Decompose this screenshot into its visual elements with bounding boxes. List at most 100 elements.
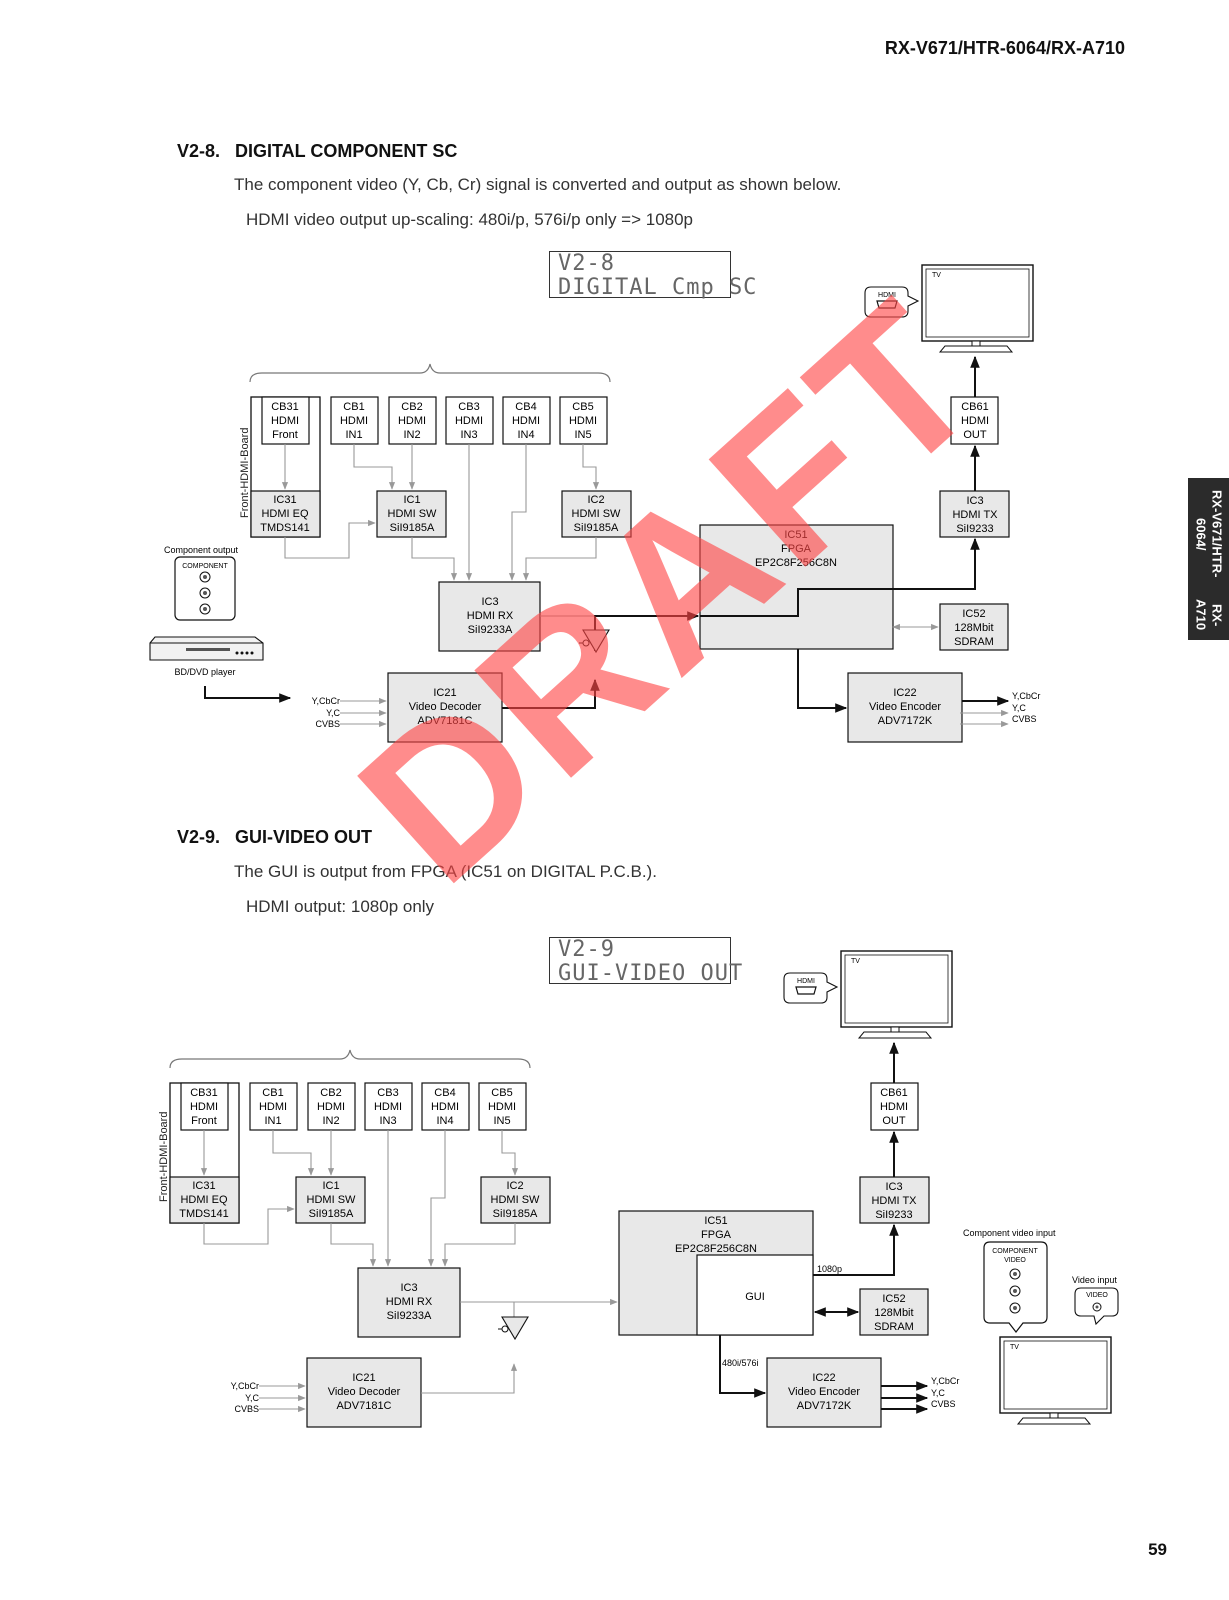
svg-text:OUT: OUT — [963, 429, 987, 441]
d1-output-label-ycbcr: Y,CbCr — [1012, 691, 1040, 701]
d1-block-ic52: IC52 128Mbit SDRAM — [939, 603, 1009, 651]
svg-text:HDMI: HDMI — [398, 415, 426, 427]
d2-grey-connections — [200, 1130, 618, 1413]
svg-text:IC22: IC22 — [812, 1372, 835, 1384]
svg-text:ADV7181C: ADV7181C — [417, 715, 472, 727]
d2-output-label-ycbcr: Y,CbCr — [931, 1376, 959, 1386]
svg-text:CB3: CB3 — [377, 1087, 398, 1099]
svg-text:Video Decoder: Video Decoder — [409, 701, 482, 713]
d2-block-ic21: IC21 Video Decoder ADV7181C — [306, 1357, 422, 1428]
svg-text:TMDS141: TMDS141 — [179, 1208, 229, 1220]
svg-text:HDMI TX: HDMI TX — [871, 1195, 917, 1207]
page-header-model: RX-V671/HTR-6064/RX-A710 — [884, 38, 1125, 58]
d2-gui-label: GUI — [745, 1291, 765, 1303]
svg-text:IC52: IC52 — [882, 1293, 905, 1305]
svg-text:HDMI: HDMI — [190, 1101, 218, 1113]
svg-text:CB1: CB1 — [343, 401, 364, 413]
svg-text:HDMI: HDMI — [317, 1101, 345, 1113]
svg-text:HDMI: HDMI — [488, 1101, 516, 1113]
svg-text:CB61: CB61 — [880, 1087, 908, 1099]
d1-block-ic3-rx: IC3 HDMI RX SiI9233A — [438, 581, 541, 652]
svg-text:HDMI: HDMI — [374, 1101, 402, 1113]
svg-text:HDMI SW: HDMI SW — [491, 1194, 541, 1206]
d2-block-cb61: CB61 HDMI OUT — [870, 1082, 919, 1131]
svg-text:CB2: CB2 — [401, 401, 422, 413]
d2-block-cb1: CB1 HDMI IN1 — [249, 1082, 298, 1131]
svg-text:HDMI: HDMI — [961, 415, 989, 427]
svg-text:HDMI RX: HDMI RX — [386, 1296, 433, 1308]
svg-text:IN1: IN1 — [264, 1115, 281, 1127]
d1-output-label-yc: Y,C — [1012, 703, 1026, 713]
svg-text:IC3: IC3 — [481, 596, 498, 608]
svg-text:EP2C8F256C8N: EP2C8F256C8N — [675, 1243, 757, 1255]
svg-text:HDMI: HDMI — [455, 415, 483, 427]
svg-text:SiI9185A: SiI9185A — [390, 522, 435, 534]
svg-text:IC31: IC31 — [192, 1180, 215, 1192]
svg-text:HDMI: HDMI — [512, 415, 540, 427]
svg-text:IN2: IN2 — [322, 1115, 339, 1127]
d1-block-ic21: IC21 Video Decoder ADV7181C — [387, 672, 503, 743]
d1-input-brace — [249, 363, 611, 383]
d2-block-cb4: CB4 HDMI IN4 — [421, 1082, 470, 1131]
section2-title: GUI-VIDEO OUT — [235, 827, 373, 847]
svg-text:HDMI SW: HDMI SW — [307, 1194, 357, 1206]
d2-component-video-label2: VIDEO — [1004, 1257, 1026, 1264]
svg-text:CB5: CB5 — [491, 1087, 512, 1099]
svg-text:ADV7172K: ADV7172K — [878, 715, 933, 727]
d2-tv2-label: TV — [1010, 1344, 1019, 1351]
d1-component-jack-panel: COMPONENT — [174, 556, 236, 621]
svg-text:IC31: IC31 — [273, 494, 296, 506]
d2-component-video-label1: COMPONENT — [992, 1248, 1038, 1255]
svg-text:IC1: IC1 — [403, 494, 420, 506]
svg-text:128Mbit: 128Mbit — [954, 622, 993, 634]
d2-block-ic3-rx: IC3 HDMI RX SiI9233A — [357, 1267, 461, 1338]
d1-grey-connections — [281, 444, 1009, 728]
d1-block-cb3: CB3 HDMI IN3 — [445, 396, 494, 445]
svg-text:IN5: IN5 — [493, 1115, 510, 1127]
svg-text:IN3: IN3 — [379, 1115, 396, 1127]
svg-text:HDMI: HDMI — [880, 1101, 908, 1113]
d2-buffer-triangle — [498, 1316, 529, 1341]
d2-front-board-label: Front-HDMI-Board — [158, 1112, 170, 1202]
svg-text:IC21: IC21 — [433, 687, 456, 699]
svg-text:CB31: CB31 — [190, 1087, 218, 1099]
d2-input-label-cvbs: CVBS — [234, 1404, 259, 1414]
d2-input-label-ycbcr: Y,CbCr — [231, 1381, 259, 1391]
d1-block-ic22: IC22 Video Encoder ADV7172K — [847, 672, 963, 743]
d2-block-ic3-tx: IC3 HDMI TX SiI9233 — [859, 1176, 930, 1224]
svg-text:IC22: IC22 — [893, 687, 916, 699]
d2-block-cb2: CB2 HDMI IN2 — [307, 1082, 356, 1131]
d2-tv2-icon: TV — [999, 1336, 1112, 1425]
svg-text:HDMI: HDMI — [259, 1101, 287, 1113]
d2-component-video-input-label: Component video input — [963, 1228, 1056, 1238]
d1-block-cb31: CB31 HDMI Front — [261, 396, 310, 445]
d2-video-label: VIDEO — [1086, 1292, 1108, 1299]
d1-block-cb4: CB4 HDMI IN4 — [502, 396, 551, 445]
d2-block-ic22: IC22 Video Encoder ADV7172K — [766, 1357, 882, 1428]
svg-text:Video Decoder: Video Decoder — [328, 1386, 401, 1398]
svg-text:IC52: IC52 — [962, 608, 985, 620]
d2-block-ic1: IC1 HDMI SW SiI9185A — [295, 1176, 366, 1224]
section2-heading: V2-9.GUI-VIDEO OUT — [177, 827, 372, 848]
svg-text:IC21: IC21 — [352, 1372, 375, 1384]
side-tab: RX-V671/HTR-6064/ RX-A710 — [1188, 478, 1229, 640]
d1-component-label: COMPONENT — [182, 563, 228, 570]
page-number: 59 — [1148, 1540, 1167, 1559]
section2-lcd-line1: V2-9 — [558, 937, 615, 962]
svg-text:Front: Front — [191, 1115, 217, 1127]
diagram2-block-diagram: Front-HDMI-Board CB31 HDMI Front CB1 HDM… — [158, 950, 1119, 1428]
section2-para2: HDMI output: 1080p only — [246, 897, 435, 916]
svg-text:IC2: IC2 — [587, 494, 604, 506]
svg-text:HDMI: HDMI — [431, 1101, 459, 1113]
d2-block-ic31: IC31 HDMI EQ TMDS141 — [169, 1176, 240, 1224]
svg-text:IN4: IN4 — [436, 1115, 453, 1127]
d2-input-label-yc: Y,C — [245, 1393, 259, 1403]
svg-text:IC51: IC51 — [784, 529, 807, 541]
svg-text:CB4: CB4 — [434, 1087, 455, 1099]
d1-tv-label: TV — [932, 272, 941, 279]
d1-input-label-yc: Y,C — [326, 708, 340, 718]
svg-text:SiI9185A: SiI9185A — [309, 1208, 354, 1220]
svg-text:TMDS141: TMDS141 — [260, 522, 310, 534]
d1-block-cb5: CB5 HDMI IN5 — [559, 396, 608, 445]
svg-text:CB4: CB4 — [515, 401, 536, 413]
